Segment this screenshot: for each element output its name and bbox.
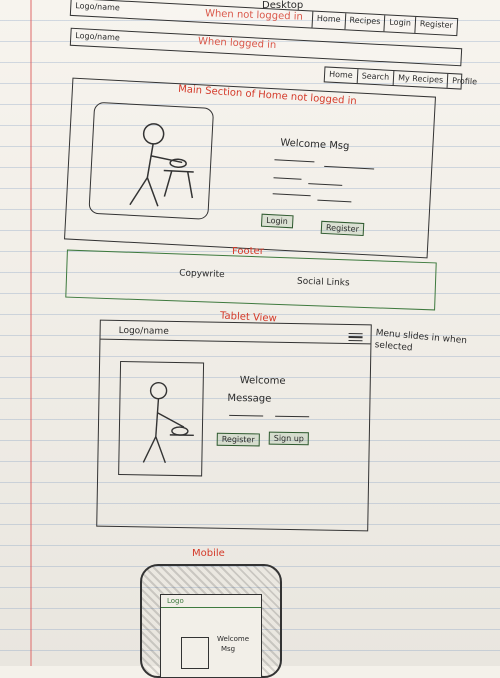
nav-item-my-recipes[interactable]: My Recipes xyxy=(393,71,448,88)
login-button[interactable]: Login xyxy=(261,214,293,229)
nav-item-home[interactable]: Home xyxy=(311,12,344,30)
tablet-signup-button[interactable]: Sign up xyxy=(269,432,309,446)
mobile-title: Mobile xyxy=(192,548,225,559)
nav-item-login[interactable]: Login xyxy=(384,15,415,33)
stick-figure-icon xyxy=(119,362,203,475)
hamburger-menu-icon[interactable] xyxy=(348,331,362,341)
main-section: Welcome Msg Login Register xyxy=(64,78,436,259)
tablet-welcome-line1: Welcome xyxy=(240,375,286,387)
mobile-frame: Logo Welcome Msg xyxy=(140,564,282,678)
tablet-register-button[interactable]: Register xyxy=(217,433,260,447)
nav-item-recipes[interactable]: Recipes xyxy=(344,13,385,31)
welcome-message: Welcome Msg xyxy=(280,138,350,153)
mobile-header-divider xyxy=(161,607,261,608)
social-links[interactable]: Social Links xyxy=(297,277,350,289)
nav-item-home[interactable]: Home xyxy=(325,67,357,83)
mobile-welcome-line2: Msg xyxy=(221,645,235,653)
tablet-frame: Logo/name Welcome Message Register Sign … xyxy=(96,320,372,532)
stick-figure-icon xyxy=(89,103,213,219)
hero-image xyxy=(88,102,214,220)
tablet-hero-image xyxy=(118,361,204,476)
tablet-logo[interactable]: Logo/name xyxy=(119,326,169,337)
mobile-logo[interactable]: Logo xyxy=(167,597,184,605)
register-button[interactable]: Register xyxy=(321,221,365,236)
nav-item-search[interactable]: Search xyxy=(356,69,393,85)
mobile-welcome-line1: Welcome xyxy=(217,635,249,643)
mobile-screen: Logo Welcome Msg xyxy=(160,594,262,678)
copyright-text: Copywrite xyxy=(179,268,225,280)
nav-item-register[interactable]: Register xyxy=(414,17,457,35)
tablet-header-divider xyxy=(100,339,370,345)
tablet-welcome-line2: Message xyxy=(227,393,271,405)
mobile-hero-image xyxy=(181,637,209,669)
nav-item-profile[interactable]: Profile xyxy=(447,74,482,90)
